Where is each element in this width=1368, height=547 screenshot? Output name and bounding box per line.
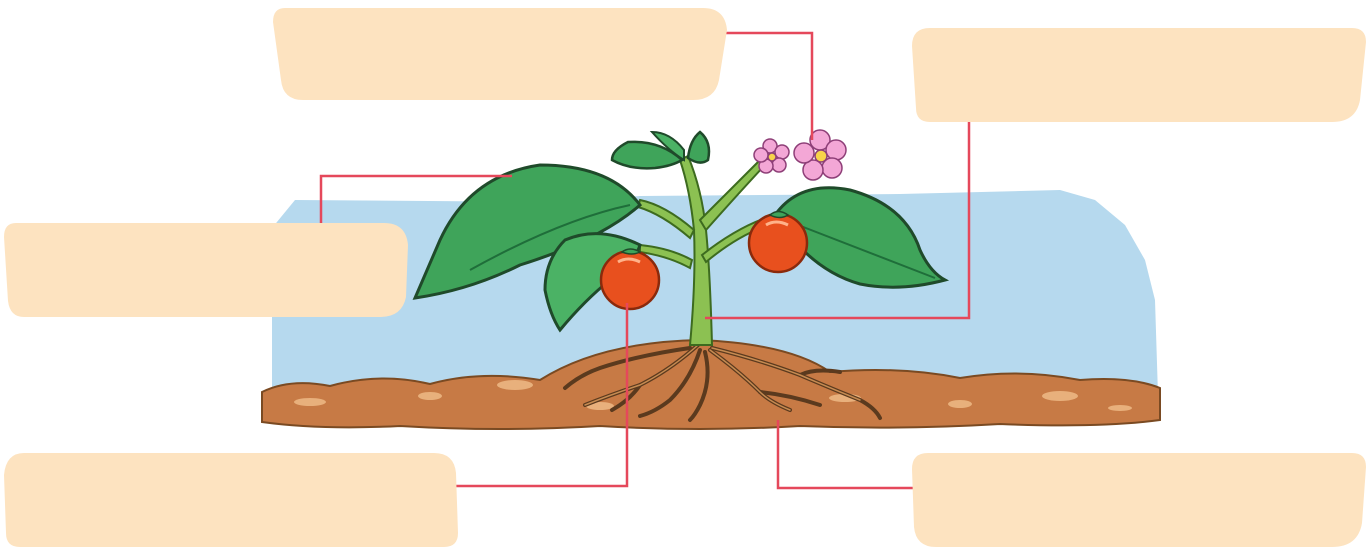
leaf-top-right xyxy=(688,132,709,163)
label-box-shape xyxy=(273,8,727,100)
flower-large xyxy=(794,130,846,180)
connector-root xyxy=(778,420,928,488)
label-box-shape xyxy=(4,453,458,547)
flower-small xyxy=(754,139,789,173)
label-box-stem[interactable] xyxy=(912,28,1366,122)
label-box-flower[interactable] xyxy=(273,8,727,100)
flowers xyxy=(754,130,846,180)
label-box-root[interactable] xyxy=(912,453,1366,547)
label-box-leaf[interactable] xyxy=(4,223,410,317)
label-box-fruit[interactable] xyxy=(4,453,458,547)
label-box-shape xyxy=(912,28,1366,122)
label-box-shape xyxy=(4,223,410,317)
label-box-shape xyxy=(912,453,1366,547)
